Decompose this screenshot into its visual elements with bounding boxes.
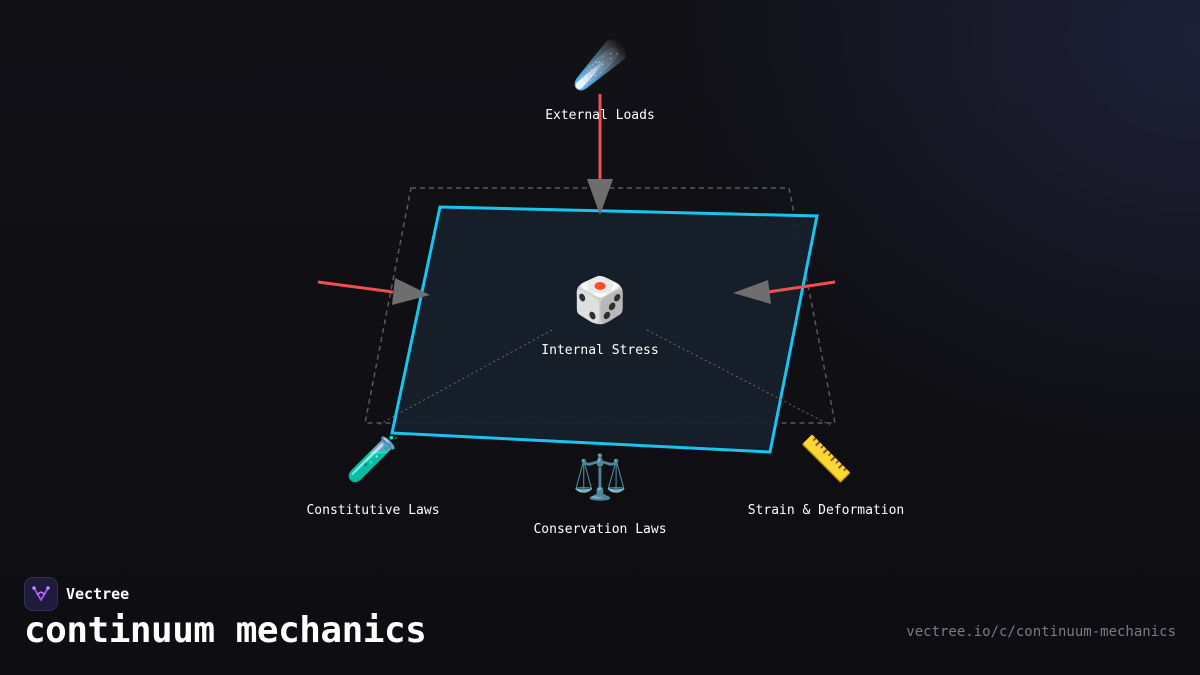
node-label-external-loads: External Loads bbox=[545, 108, 655, 123]
comet-icon: ☄️ bbox=[573, 37, 628, 93]
vectree-logo-icon bbox=[24, 577, 58, 611]
brand[interactable]: Vectree bbox=[24, 577, 129, 611]
balance-scale-icon: ⚖️ bbox=[573, 452, 628, 503]
deformed-body bbox=[390, 205, 819, 454]
test-tube-icon: 🧪 bbox=[346, 434, 401, 485]
brand-name: Vectree bbox=[66, 585, 130, 603]
page-url[interactable]: vectree.io/c/continuum-mechanics bbox=[906, 624, 1176, 640]
force-arrow-left bbox=[317, 278, 430, 305]
node-strain-deformation: 📏 Strain & Deformation bbox=[748, 434, 905, 518]
force-arrow-top bbox=[587, 94, 613, 215]
ruler-icon: 📏 bbox=[799, 434, 854, 485]
node-label-constitutive-laws: Constitutive Laws bbox=[306, 503, 439, 518]
arrow-head-top bbox=[587, 179, 613, 215]
undeformed-body-outline bbox=[364, 187, 836, 424]
node-constitutive-laws: 🧪 Constitutive Laws bbox=[306, 434, 439, 518]
arrow-head-right bbox=[733, 280, 771, 304]
node-label-strain-deformation: Strain & Deformation bbox=[748, 503, 905, 518]
guide-line-left bbox=[377, 329, 553, 426]
node-label-internal-stress: Internal Stress bbox=[541, 343, 658, 358]
guide-line-right bbox=[646, 329, 831, 426]
force-arrow-right bbox=[733, 280, 836, 304]
node-internal-stress: 🎲 Internal Stress bbox=[541, 275, 658, 358]
page-title: continuum mechanics bbox=[24, 610, 427, 651]
node-conservation-laws: ⚖️ Conservation Laws bbox=[533, 452, 666, 537]
dice-icon: 🎲 bbox=[573, 275, 628, 326]
node-label-conservation-laws: Conservation Laws bbox=[533, 522, 666, 537]
node-external-loads: ☄️ External Loads bbox=[545, 37, 655, 123]
arrow-head-left bbox=[392, 278, 430, 305]
